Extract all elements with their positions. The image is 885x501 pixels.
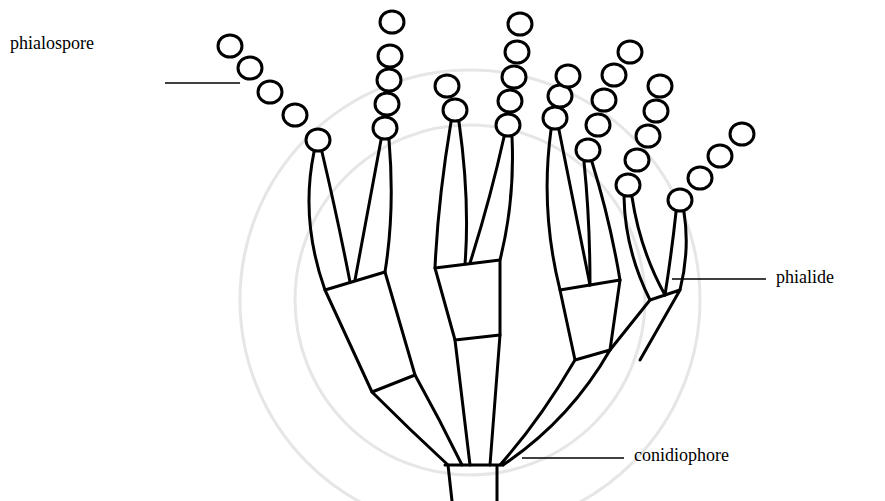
phialide-cell: [435, 122, 467, 268]
phialide-cell: [470, 137, 513, 263]
spore: [238, 57, 262, 79]
conidiophore-stalk: [445, 465, 503, 501]
spore: [708, 145, 732, 167]
spore: [644, 100, 668, 122]
spore: [377, 69, 401, 91]
spore: [218, 35, 242, 57]
metula-cell: [325, 272, 415, 392]
spore: [373, 117, 397, 139]
spore: [435, 75, 459, 97]
spore: [618, 41, 642, 63]
phialide-cell: [665, 212, 686, 295]
phialide-cell: [355, 140, 391, 280]
spore: [586, 114, 610, 136]
spore: [602, 64, 626, 86]
spore: [508, 13, 532, 35]
spore: [258, 81, 282, 103]
watermark: [240, 70, 700, 501]
spore: [625, 149, 649, 171]
spore: [556, 65, 580, 87]
spore: [505, 41, 529, 63]
metula-cell: [610, 290, 680, 360]
leader-line: [165, 82, 240, 84]
spore: [306, 129, 330, 151]
phialide-cell: [624, 197, 665, 300]
spore: [636, 125, 660, 147]
spore: [543, 107, 567, 129]
watermark-ring: [295, 125, 645, 475]
spore: [668, 189, 692, 211]
spore: [498, 90, 522, 112]
spore: [592, 89, 616, 111]
part-label: phialide: [776, 268, 834, 288]
spore: [648, 75, 672, 97]
spore: [380, 11, 404, 33]
spore: [496, 114, 520, 136]
watermark-ring: [240, 70, 700, 501]
leader-line: [672, 278, 766, 280]
rami-cell: [500, 350, 610, 465]
spore: [730, 123, 754, 145]
spore: [283, 104, 307, 126]
phialide-cell: [584, 162, 620, 285]
part-label: conidiophore: [634, 446, 729, 466]
leader-line: [522, 457, 624, 459]
rami-cell: [372, 375, 462, 465]
spore: [375, 93, 399, 115]
metula-cell: [435, 260, 500, 340]
spore: [502, 66, 526, 88]
rami-cell: [455, 335, 500, 465]
spore: [576, 139, 600, 161]
spore: [378, 45, 402, 67]
spore: [616, 174, 640, 196]
part-label: phialospore: [10, 34, 94, 54]
phialide-cell: [309, 152, 350, 290]
spore: [688, 167, 712, 189]
spore: [443, 99, 467, 121]
